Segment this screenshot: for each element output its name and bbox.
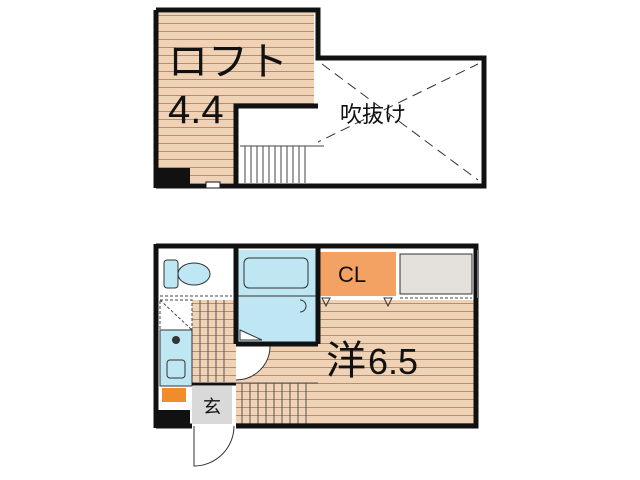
loft-corner-block	[158, 168, 190, 186]
void-cross-line	[321, 63, 479, 181]
loft-size: 4.4	[168, 88, 224, 132]
room-door	[235, 345, 271, 381]
toilet-icon	[163, 259, 211, 289]
entrance-label: 玄	[203, 397, 221, 417]
wall-corner-block	[158, 410, 190, 426]
loft-ladder	[240, 145, 324, 183]
shower-icon	[299, 299, 307, 313]
sink-icon	[166, 359, 186, 379]
bathtub-icon	[243, 257, 309, 289]
closet	[320, 252, 396, 296]
stove-icon	[172, 336, 180, 344]
loft-wall	[156, 7, 487, 189]
void-label: 吹抜け	[340, 102, 406, 127]
hallway-floor	[192, 300, 236, 382]
closet-doors	[321, 297, 393, 308]
storage-shelf	[399, 253, 473, 295]
loft-name: ロフト	[168, 40, 288, 84]
western-room-name: 洋	[326, 339, 366, 383]
loft-level: ロフト 4.4 吹抜け	[153, 7, 487, 189]
appliance-mark	[162, 388, 186, 402]
main-walls	[153, 243, 479, 429]
void-cross-line	[239, 63, 479, 181]
western-room-size: 6.5	[368, 341, 418, 382]
closet-label: CL	[338, 262, 366, 287]
entrance-door	[193, 425, 235, 467]
entrance-floor	[192, 386, 232, 424]
room-stair-lines	[236, 382, 318, 424]
loft-vent	[205, 181, 221, 189]
main-level: CL 玄 洋 6.5	[153, 243, 479, 467]
bath-door	[239, 329, 263, 341]
